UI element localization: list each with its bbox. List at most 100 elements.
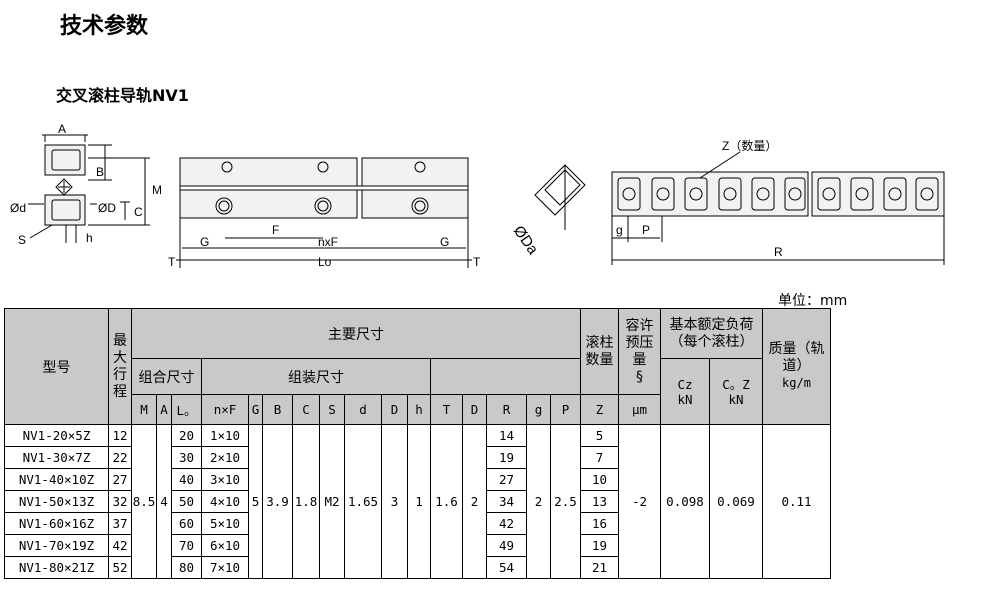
cell-z: 16	[580, 512, 619, 535]
table-row: NV1-70×19Z 42 70 6×10 49 19	[4, 534, 831, 557]
header-roller-count: 滚柱数量	[580, 308, 619, 395]
header-p: P	[550, 394, 581, 425]
cell-g-small: 2	[526, 424, 551, 579]
header-model: 型号	[4, 308, 109, 425]
cell-model: NV1-20×5Z	[4, 424, 109, 447]
header-main-dims: 主要尺寸	[131, 308, 581, 359]
header-h: h	[407, 394, 431, 425]
dim-label-b: B	[96, 165, 104, 179]
dim-label-phi-da: ØDa	[510, 223, 542, 259]
cell-big-d: 3	[381, 424, 408, 579]
cell-model: NV1-30×7Z	[4, 446, 109, 469]
dim-label-f: F	[272, 223, 279, 237]
table-row: NV1-40×10Z 27 40 3×10 27 10	[4, 468, 831, 491]
table-row: NV1-50×13Z 32 50 4×10 34 13	[4, 490, 831, 513]
header-r: R	[486, 394, 527, 425]
cell-cz: 0.098	[660, 424, 710, 579]
cell-d: 1.65	[344, 424, 382, 579]
header-g: G	[248, 394, 263, 425]
cell-model: NV1-80×21Z	[4, 556, 109, 579]
header-t: T	[430, 394, 463, 425]
cell-stroke: 12	[108, 424, 132, 447]
cell-r: 42	[486, 512, 527, 535]
page-title: 技术参数	[60, 14, 149, 39]
dim-label-a: A	[58, 122, 66, 136]
cell-coz: 0.069	[709, 424, 763, 579]
cell-mass: 0.11	[762, 424, 831, 579]
dim-label-m: M	[152, 183, 162, 197]
cell-g: 5	[248, 424, 263, 579]
dim-label-r: R	[774, 245, 783, 259]
cell-stroke: 32	[108, 490, 132, 513]
table-row: NV1-30×7Z 22 30 2×10 19 7	[4, 446, 831, 469]
cell-nf: 2×10	[201, 446, 249, 469]
cell-nf: 5×10	[201, 512, 249, 535]
header-b: B	[262, 394, 293, 425]
cell-z: 13	[580, 490, 619, 513]
table-row: NV1-60×16Z 37 60 5×10 42 16	[4, 512, 831, 535]
unit-label: 单位：mm	[778, 293, 848, 309]
cell-z: 19	[580, 534, 619, 557]
product-subtitle: 交叉滚柱导轨NV1	[56, 86, 189, 105]
header-max-stroke: 最大行程	[108, 308, 132, 425]
cell-nf: 7×10	[201, 556, 249, 579]
header-d: d	[344, 394, 382, 425]
header-lo: L。	[171, 394, 202, 425]
cell-b: 3.9	[262, 424, 293, 579]
header-big-d: D	[381, 394, 408, 425]
header-s: S	[319, 394, 345, 425]
cell-r: 19	[486, 446, 527, 469]
cell-h: 1	[407, 424, 431, 579]
dim-label-s: S	[18, 233, 26, 247]
cell-stroke: 22	[108, 446, 132, 469]
dim-label-g-left: G	[200, 235, 209, 249]
table-row: NV1-80×21Z 52 80 7×10 54 21	[4, 556, 831, 579]
cell-p: 2.5	[550, 424, 581, 579]
header-da: D	[462, 394, 487, 425]
header-a: A	[156, 394, 172, 425]
cell-nf: 4×10	[201, 490, 249, 513]
cell-nf: 3×10	[201, 468, 249, 491]
cell-r: 54	[486, 556, 527, 579]
technical-drawing: A B M C Ød ØD S h F nxF G G T T Lo ØDa Z…	[10, 122, 945, 269]
cell-c: 1.8	[292, 424, 320, 579]
header-z: Z	[580, 394, 619, 425]
cell-lo: 20	[171, 424, 202, 447]
cell-z: 5	[580, 424, 619, 447]
cell-z: 10	[580, 468, 619, 491]
dim-label-g-small: g	[616, 223, 623, 237]
roller-detail	[534, 164, 586, 230]
cell-stroke: 52	[108, 556, 132, 579]
header-assembly-dims: 组装尺寸	[201, 358, 431, 395]
header-preload-unit: μm	[618, 394, 661, 425]
header-mass: 质量（轨道） kg/m	[762, 308, 831, 425]
cell-z: 7	[580, 446, 619, 469]
cell-lo: 80	[171, 556, 202, 579]
cell-r: 27	[486, 468, 527, 491]
dim-label-t-right: T	[473, 255, 481, 269]
cell-stroke: 37	[108, 512, 132, 535]
cell-model: NV1-50×13Z	[4, 490, 109, 513]
cell-lo: 50	[171, 490, 202, 513]
cell-r: 14	[486, 424, 527, 447]
cell-z: 21	[580, 556, 619, 579]
cell-model: NV1-60×16Z	[4, 512, 109, 535]
cell-s: M2	[319, 424, 345, 579]
header-preload: 容许预压量 §	[618, 308, 661, 395]
side-view	[176, 157, 472, 268]
cell-lo: 60	[171, 512, 202, 535]
cell-nf: 6×10	[201, 534, 249, 557]
dim-label-phi-d: Ød	[10, 201, 26, 215]
cell-model: NV1-70×19Z	[4, 534, 109, 557]
cross-section-view	[28, 134, 150, 243]
header-combo-dims: 组合尺寸	[131, 358, 202, 395]
dim-label-nxf: nxF	[318, 235, 338, 249]
cell-a: 4	[156, 424, 172, 579]
cell-lo: 70	[171, 534, 202, 557]
cell-da: 2	[462, 424, 487, 579]
cell-m: 8.5	[131, 424, 157, 579]
header-m: M	[131, 394, 157, 425]
cell-t: 1.6	[430, 424, 463, 579]
